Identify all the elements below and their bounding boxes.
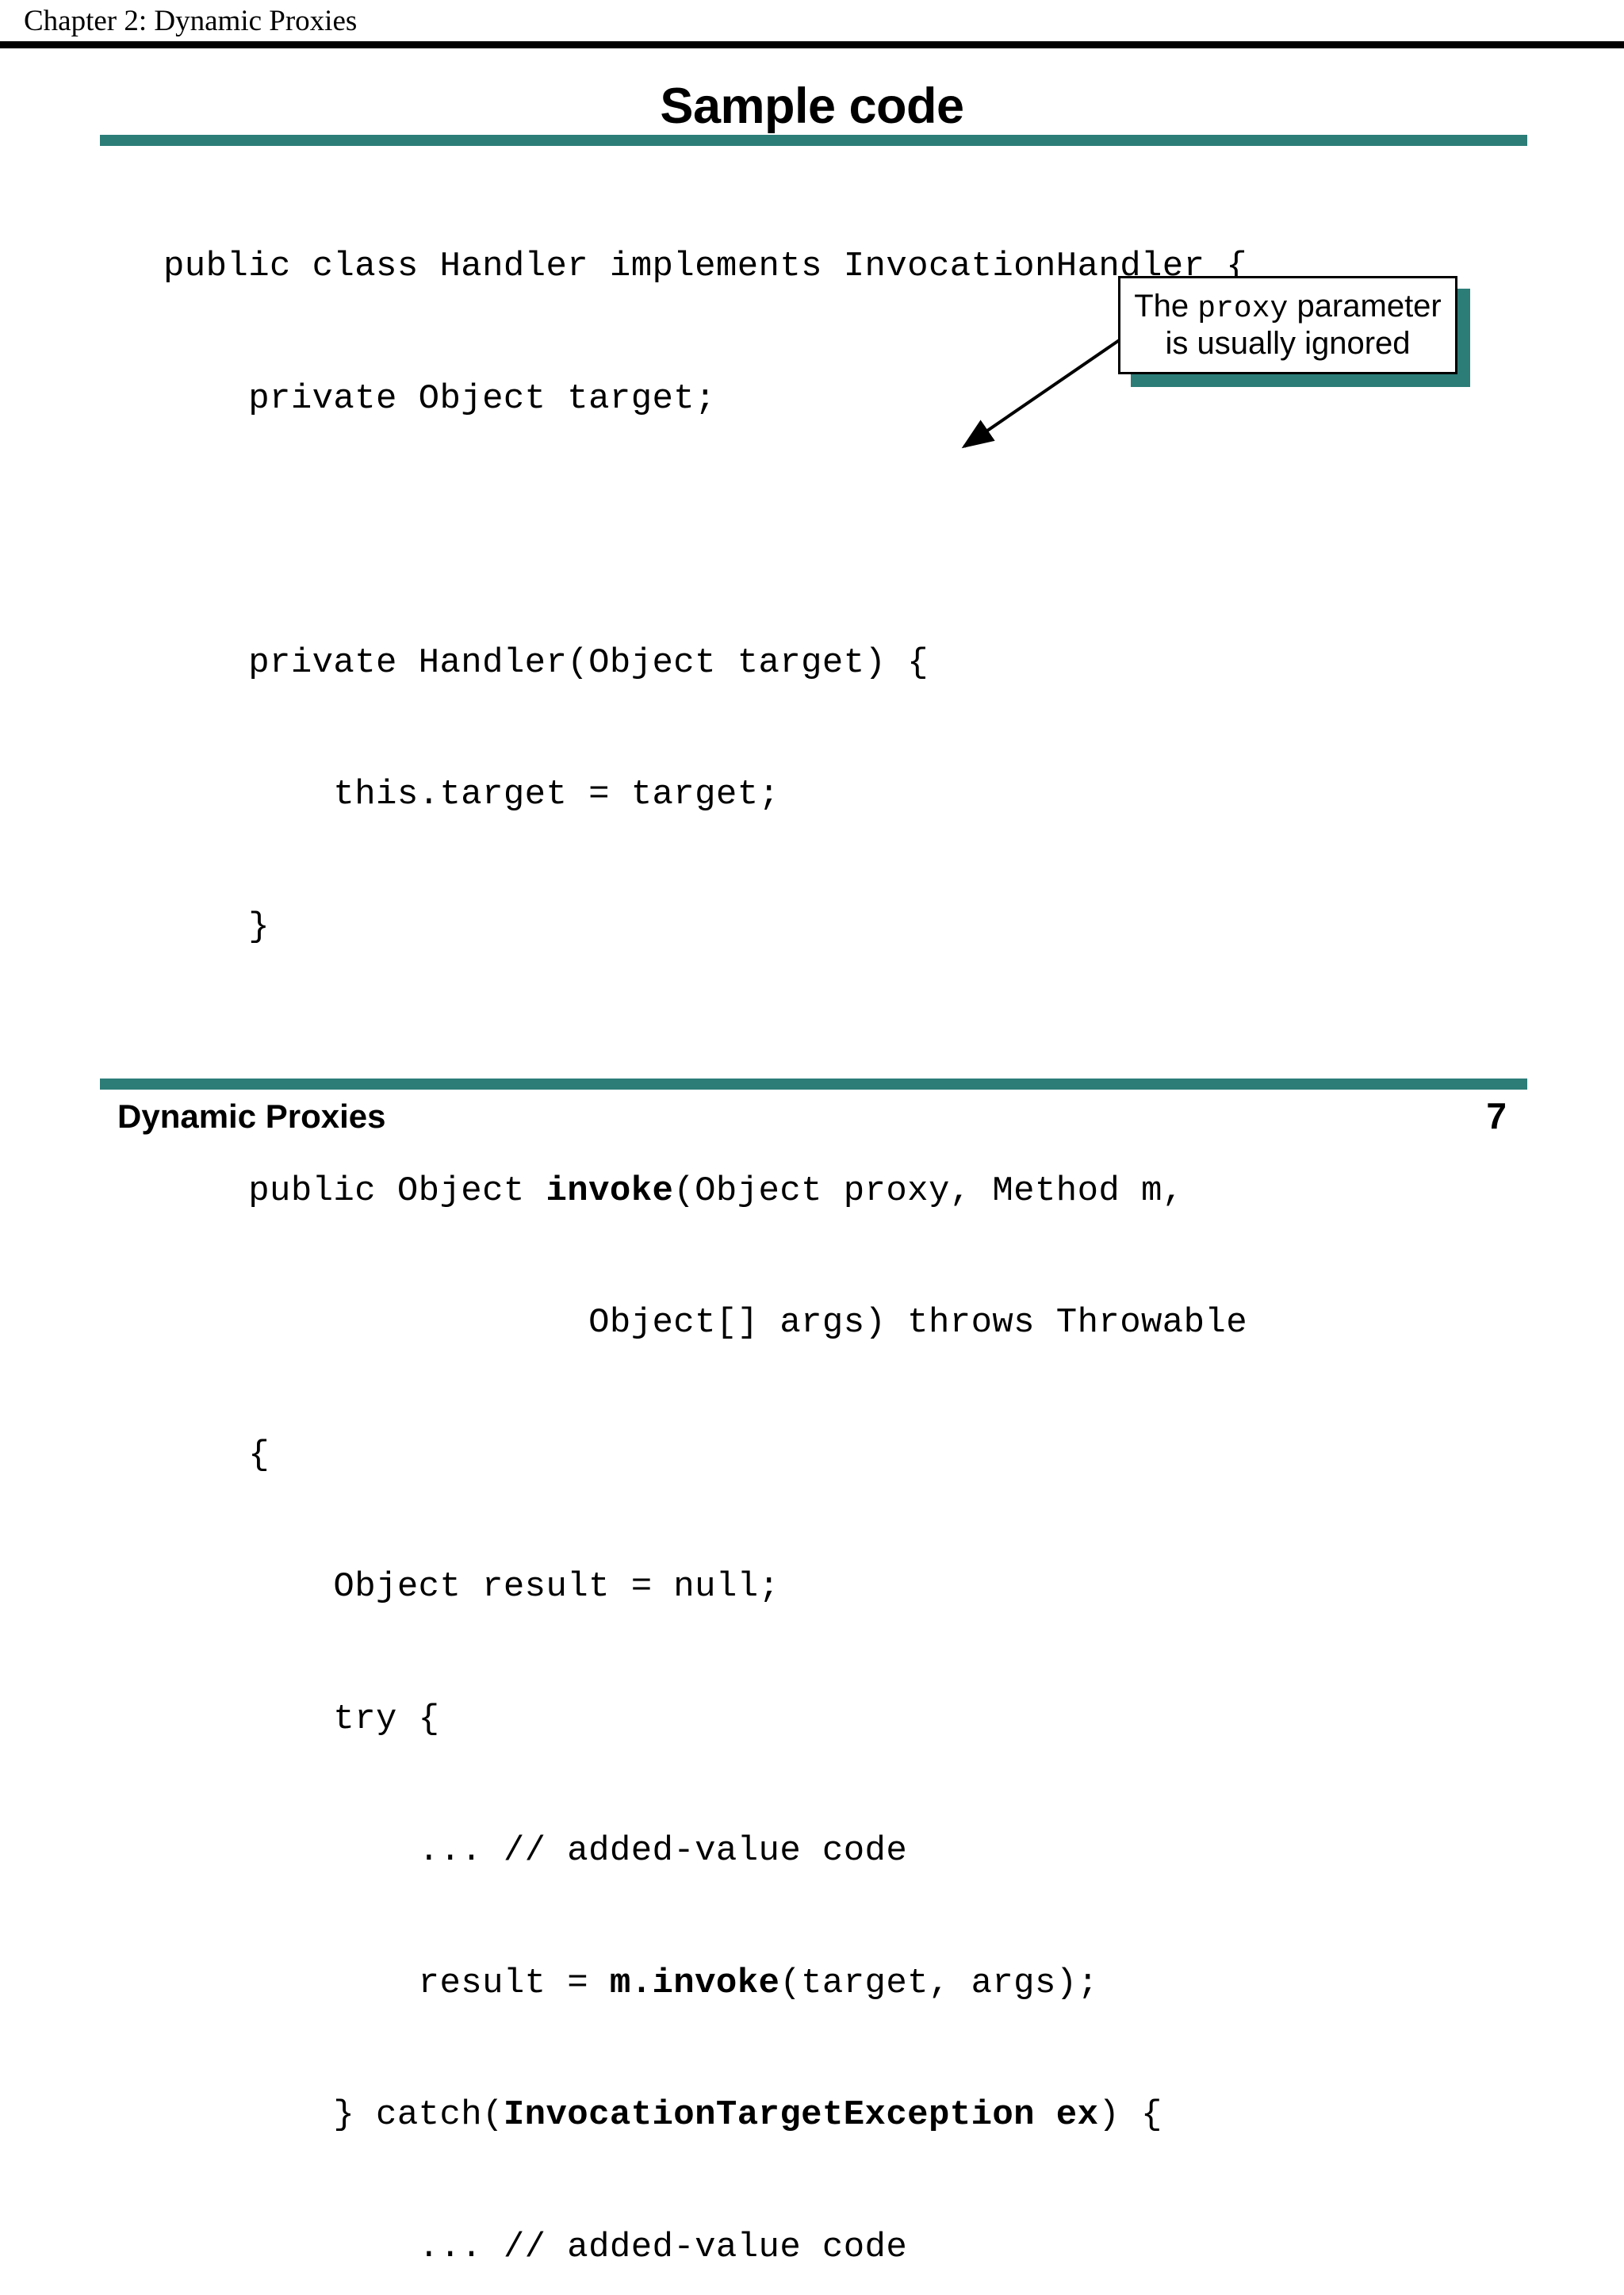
callout-arrow-icon: [961, 322, 1145, 449]
footer-label: Dynamic Proxies: [117, 1098, 386, 1135]
code-line: private Handler(Object target) {: [163, 642, 929, 683]
code-line: try {: [163, 1699, 440, 1739]
code-line-blank: [163, 1037, 1559, 1082]
code-line: Object result = null;: [163, 1567, 780, 1607]
code-line: }: [163, 906, 270, 947]
callout-annotation: The proxy parameter is usually ignored: [1118, 276, 1470, 387]
footer-accent-bar: [100, 1079, 1527, 1090]
code-line: ... // added-value code: [163, 1831, 908, 1871]
callout-line-2: is usually ignored: [1165, 326, 1411, 362]
header-divider-rule: [0, 41, 1624, 48]
code-line: this.target = target;: [163, 775, 780, 814]
page-number: 7: [1486, 1095, 1507, 1136]
callout-text-suffix: parameter: [1288, 288, 1442, 324]
callout-line-1: The proxy parameter: [1134, 289, 1442, 327]
callout-box: The proxy parameter is usually ignored: [1118, 276, 1457, 374]
code-line: public Object invoke(Object proxy, Metho…: [163, 1170, 1184, 1211]
title-accent-bar: [100, 135, 1527, 146]
code-line: Object[] args) throws Throwable: [163, 1303, 1248, 1343]
code-line: ... // added-value code: [163, 2227, 908, 2267]
code-line: private Object target;: [163, 378, 716, 419]
page-title: Sample code: [660, 79, 964, 134]
callout-mono-token: proxy: [1197, 291, 1289, 326]
code-line: {: [163, 1435, 270, 1475]
chapter-header: Chapter 2: Dynamic Proxies: [24, 5, 358, 37]
code-line: result = m.invoke(target, args);: [163, 1963, 1099, 2003]
callout-text-prefix: The: [1134, 288, 1198, 324]
code-line: } catch(InvocationTargetException ex) {: [163, 2095, 1162, 2135]
code-line-blank: [163, 509, 1559, 554]
code-listing: public class Handler implements Invocati…: [163, 157, 1559, 2295]
